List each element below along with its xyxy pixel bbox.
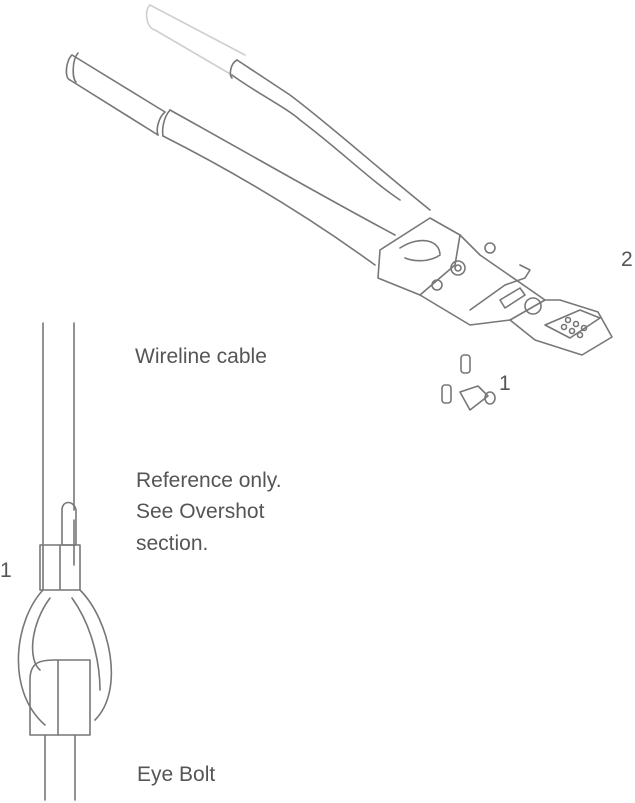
reference-note-line2: See Overshot <box>136 500 265 523</box>
crimp-sleeves <box>441 354 496 411</box>
callout-sleeves: 1 <box>499 372 511 395</box>
callout-crimper: 2 <box>621 248 633 271</box>
wireline-cable-drawing <box>17 322 113 726</box>
crimper-handles <box>65 52 431 266</box>
reference-note-line3: section. <box>136 532 209 555</box>
callout-sleeve-left: 1 <box>0 559 12 582</box>
reference-note-line1: Reference only. <box>136 469 282 492</box>
label-eye-bolt: Eye Bolt <box>137 763 216 786</box>
label-wireline-cable: Wireline cable <box>135 345 267 368</box>
eye-bolt-drawing <box>29 659 91 801</box>
crimper-open-handle-ghost <box>145 4 246 76</box>
crimper-head <box>377 217 613 356</box>
